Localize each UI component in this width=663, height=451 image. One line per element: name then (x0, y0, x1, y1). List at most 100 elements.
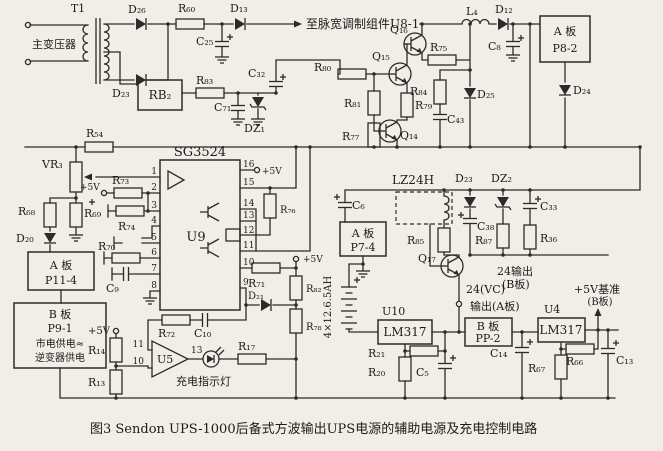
opamp-U5 (151, 339, 190, 379)
lz24h-dashed-box (395, 191, 453, 225)
resistor-R76 (263, 193, 277, 219)
inductor-L4 (461, 18, 490, 25)
label-main-transformer: 主变压器 (32, 37, 76, 51)
label-U5: U5 (157, 353, 173, 366)
label-L4: L₄ (466, 5, 478, 18)
resistor-R66 (565, 343, 595, 355)
label-pwm-note: 至脉宽调制组件U8-1 (306, 16, 419, 31)
label-24vc: 24(VC) (466, 283, 505, 296)
label-R75: R₇₅ (430, 41, 447, 54)
resistor-R69 (69, 202, 83, 228)
label-LZ24H: LZ24H (392, 173, 434, 187)
resistor-R17 (237, 353, 267, 365)
label-SG3524: SG3524 (174, 145, 226, 160)
diode-D26 (135, 17, 147, 31)
label-U10-LM317: LM317 (383, 325, 426, 339)
transformer-T1 (82, 18, 110, 84)
resistor-R70 (111, 252, 141, 264)
transistor-Q17 (440, 254, 464, 278)
resistor-R78 (289, 308, 303, 334)
label-U4: U4 (544, 303, 560, 316)
inductor-LZ24H-winding (443, 195, 450, 221)
label-R68: R₆₈ (18, 205, 36, 218)
ic-U4-LM317 (537, 317, 586, 343)
u9-pin-10: 10 (243, 258, 255, 268)
label-R87: R₈₇ (475, 234, 493, 247)
label-R60: R₆₀ (178, 2, 196, 15)
label-RB2: RB₂ (149, 88, 172, 102)
ground-symbols (68, 54, 521, 305)
resistor-R71 (251, 262, 281, 274)
label-v5-pin2: +5V (80, 183, 100, 193)
label-R69: R₆₉ (84, 207, 102, 220)
resistor-R87 (496, 223, 510, 249)
u9-pin-12: 12 (243, 226, 254, 236)
label-C71: C₇₁ (214, 101, 231, 114)
u9-pin-7: 7 (151, 264, 157, 274)
capacitor-C6 (337, 201, 353, 209)
module-RB2 (137, 79, 183, 111)
label-R70: R₇₀ (98, 240, 116, 253)
label-C6: C₆ (352, 199, 365, 212)
label-R20: R₂₀ (368, 366, 386, 379)
pwm-arrow (294, 20, 302, 28)
capacitor-C32 (268, 80, 284, 88)
u9-pin-1: 1 (151, 167, 157, 177)
label-out24-board: (B板) (502, 277, 530, 291)
resistor-R20 (398, 356, 412, 382)
label-C10: C₁₀ (194, 327, 212, 340)
label-D24: D₂₄ (573, 84, 591, 97)
label-R36: R₃₆ (540, 232, 558, 245)
label-D26: D₂₆ (128, 3, 146, 16)
label-R80: R₈₀ (314, 61, 332, 74)
label-D13: D₁₃ (230, 2, 248, 15)
resistor-R75 (427, 54, 457, 66)
label-R81: R₈₁ (344, 97, 361, 110)
u9-pin-numbers: 1 2 3 4 5 6 7 8 16 15 14 13 12 11 10 9 (151, 160, 254, 291)
label-VR3: VR₃ (41, 158, 63, 171)
label-v5-r14: +5V (88, 326, 111, 337)
u9-pin-8: 8 (151, 281, 157, 291)
label-v5-pin16: +5V (262, 167, 282, 177)
label-board-p9-line3: 市电供电≈ (36, 337, 84, 350)
label-R77: R₇₇ (342, 130, 360, 143)
resistor-R73 (113, 187, 143, 199)
diode-D13 (234, 17, 246, 31)
label-R17: R₁₇ (238, 340, 256, 353)
label-D23-left: D₂₃ (112, 87, 130, 100)
resistor-R81 (367, 90, 381, 116)
label-board-p9-line1: B 板 (49, 307, 72, 321)
labels: T1 主变压器 D₂₆ R₆₀ C₂₅ D₁₃ 至脉宽调制组件U8-1 D₂₃ … (16, 2, 633, 389)
u9-pin-9: 9 (243, 278, 249, 288)
label-board-p11-line1: A 板 (49, 258, 72, 272)
label-Q17: Q₁₇ (418, 252, 436, 265)
label-U10: U10 (382, 305, 405, 318)
resistor-R80 (337, 68, 367, 80)
resistor-R72 (161, 314, 191, 326)
label-C8: C₈ (488, 40, 501, 53)
zener-DZ1 (249, 96, 267, 111)
label-v5ref: +5V基准 (574, 283, 620, 296)
label-R84: R₈₄ (410, 85, 428, 98)
label-C25: C₂₅ (196, 35, 213, 48)
label-R54: R₅₄ (86, 127, 104, 140)
label-R85: R₈₅ (407, 234, 424, 247)
label-charge-led: 充电指示灯 (176, 374, 231, 388)
potentiometer-VR3 (69, 161, 92, 193)
u9-pin-2: 2 (151, 183, 157, 193)
label-T1: T1 (71, 2, 85, 15)
label-Q16: Q₁₆ (390, 23, 408, 36)
label-DZ2: DZ₂ (491, 172, 512, 185)
label-R73: R₇₃ (112, 174, 129, 187)
u9-pin-6: 6 (151, 248, 157, 258)
label-R66: R₆₆ (566, 355, 584, 368)
u9-pin-11: 11 (243, 241, 254, 251)
u9-pin-3: 3 (151, 201, 157, 211)
board-box-PP-2 (464, 317, 513, 347)
label-C38: C₃₈ (477, 220, 495, 233)
resistor-R21 (409, 345, 439, 357)
board-box-P11-4 (27, 251, 95, 291)
label-Q15: Q₁₅ (372, 50, 390, 63)
capacitor-C38 (462, 217, 478, 225)
v5ref-arrow (594, 308, 602, 316)
